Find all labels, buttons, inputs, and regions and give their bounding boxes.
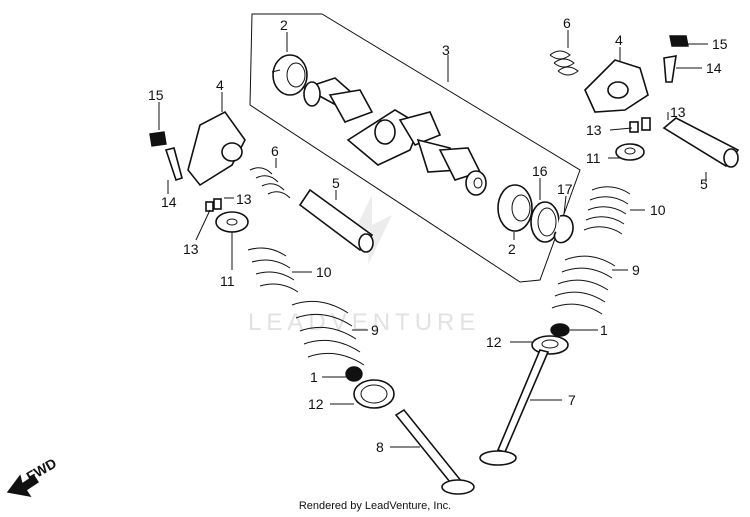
intake-valve <box>394 408 475 495</box>
callouts: 2 3 6 4 15 14 13 13 11 5 15 4 6 5 14 13 … <box>148 15 728 455</box>
camshaft <box>303 77 487 196</box>
callout-5-left: 5 <box>332 175 340 191</box>
callout-1-left: 1 <box>310 369 318 385</box>
callout-8: 8 <box>376 439 384 455</box>
spring-seat-right <box>531 335 569 355</box>
callout-16: 16 <box>532 163 548 179</box>
valve-stem-seal-right <box>550 323 570 337</box>
adjuster-screw-right <box>663 55 677 83</box>
callout-4-right: 4 <box>615 32 623 48</box>
callout-6-left: 6 <box>271 143 279 159</box>
callout-1-right: 1 <box>600 322 608 338</box>
rocker-shaft-left <box>298 188 374 253</box>
callout-5-right: 5 <box>700 176 708 192</box>
callout-14-right: 14 <box>706 60 722 76</box>
watermark-text: LEADVENTURE <box>248 309 480 336</box>
callout-2-mid: 2 <box>508 241 516 257</box>
inner-valve-spring-left <box>247 247 299 293</box>
callout-15-left: 15 <box>148 87 164 103</box>
callout-12-right: 12 <box>486 334 502 350</box>
spring-seat-left <box>353 379 395 409</box>
outer-valve-spring-left <box>291 300 365 366</box>
tappet-pins-left <box>205 198 222 212</box>
rocker-arm-right <box>584 59 649 113</box>
cam-oil-seal <box>530 201 560 243</box>
rocker-shaft-right <box>662 117 740 168</box>
callout-10-right: 10 <box>650 202 666 218</box>
callout-11-left: 11 <box>220 273 235 289</box>
cam-circlip <box>553 214 574 244</box>
spring-retainer-left <box>215 211 249 233</box>
inner-valve-spring-right <box>583 186 631 235</box>
callout-13-left-b: 13 <box>183 241 199 257</box>
callout-13-right-b: 13 <box>586 122 602 138</box>
leader-lines <box>158 30 708 448</box>
camshaft-bearing-top <box>271 54 308 96</box>
adjuster-nut-right <box>669 35 689 47</box>
adjuster-nut-left <box>149 131 167 147</box>
callout-6-right: 6 <box>563 15 571 31</box>
callout-13-left-a: 13 <box>236 191 252 207</box>
callout-17: 17 <box>557 181 573 197</box>
callout-14-left: 14 <box>161 194 177 210</box>
footer-credit: Rendered by LeadVenture, Inc. <box>298 500 452 512</box>
rocker-spring-right <box>549 50 579 76</box>
callout-3: 3 <box>442 42 450 58</box>
callout-9-left: 9 <box>371 322 379 338</box>
callout-13-right-a: 13 <box>670 104 686 120</box>
tappet-pins-right <box>629 117 651 133</box>
spring-retainer-right <box>615 143 645 161</box>
callout-10-left: 10 <box>316 264 332 280</box>
watermark-logo: LEADVENTURE <box>248 195 480 336</box>
camshaft-bearing-lower <box>497 184 533 232</box>
callout-2-top: 2 <box>280 17 288 33</box>
outer-valve-spring-right <box>551 255 616 315</box>
camshaft-group-outline <box>249 13 581 283</box>
fwd-label: FWD <box>24 455 60 485</box>
callout-7: 7 <box>568 392 576 408</box>
adjuster-screw-left <box>164 147 183 182</box>
callout-11-right: 11 <box>586 150 601 166</box>
callout-15-right: 15 <box>712 36 728 52</box>
rocker-arm-left <box>187 110 246 187</box>
exhaust-valve <box>479 349 550 466</box>
valve-stem-seal-left <box>345 366 363 382</box>
rocker-spring-left <box>249 167 291 199</box>
fwd-arrow: FWD <box>6 455 60 497</box>
callout-4-left: 4 <box>216 77 224 93</box>
callout-12-left: 12 <box>308 396 324 412</box>
callout-9-right: 9 <box>632 262 640 278</box>
